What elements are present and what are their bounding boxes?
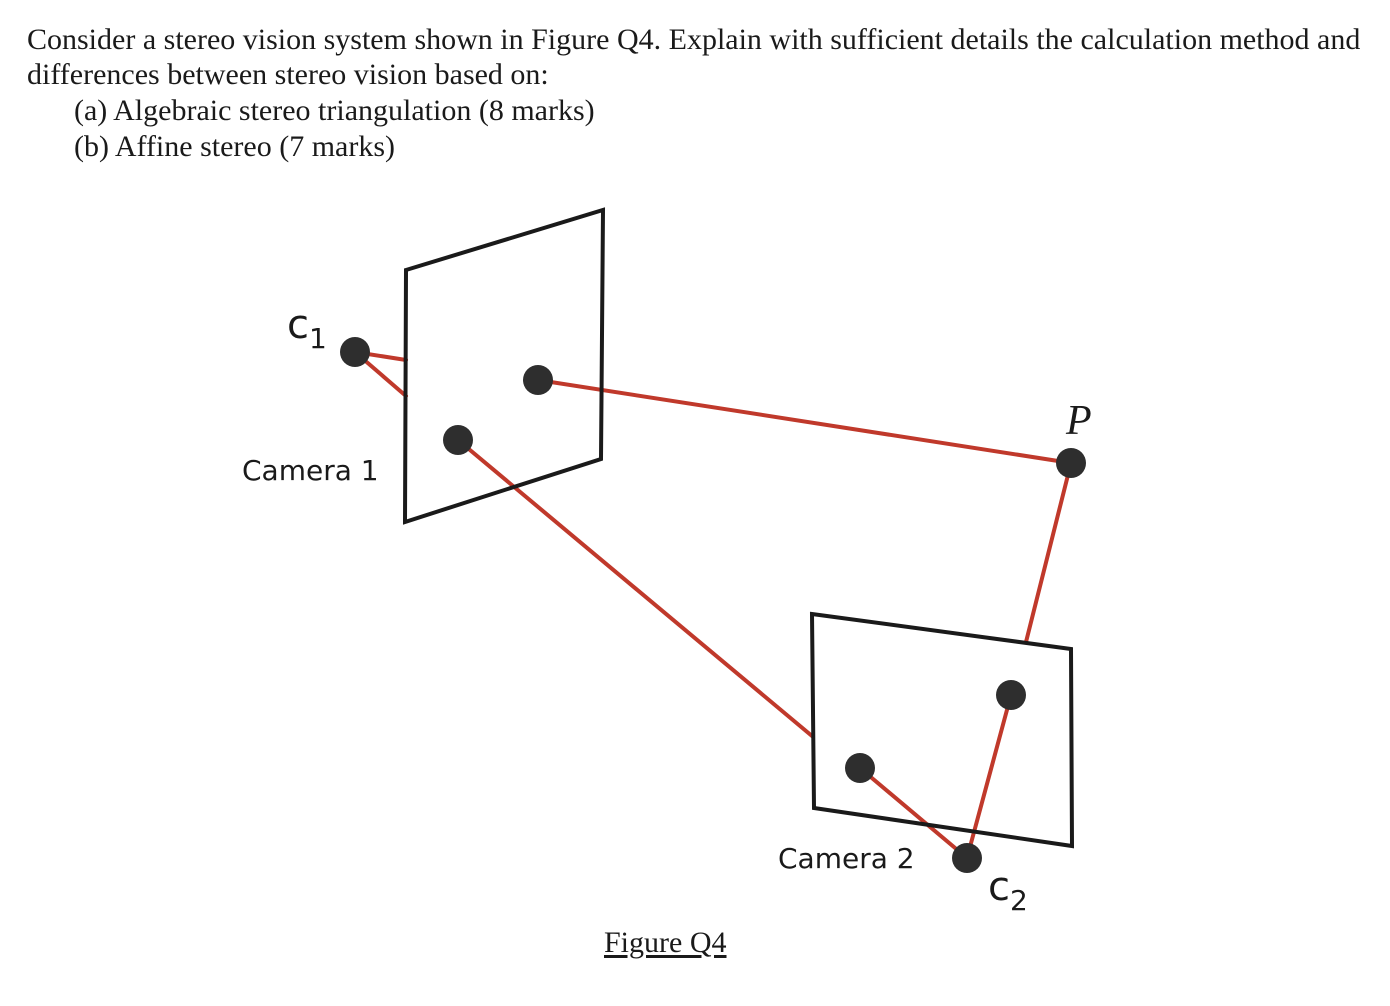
image2-point-lower bbox=[845, 753, 875, 783]
label-camera-2: Camera 2 bbox=[778, 842, 915, 875]
label-c2-main: c bbox=[988, 864, 1010, 910]
image1-point-upper bbox=[523, 365, 553, 395]
question-part-a: (a) Algebraic stereo triangulation (8 ma… bbox=[74, 94, 595, 127]
image1-point-lower bbox=[443, 425, 473, 455]
label-camera-1: Camera 1 bbox=[242, 454, 379, 487]
projection-rays bbox=[353, 350, 1073, 860]
question-parts: (a) Algebraic stereo triangulation (8 ma… bbox=[74, 93, 1367, 165]
camera-center-c2 bbox=[952, 843, 982, 873]
points bbox=[340, 337, 1086, 873]
question-part-b: (b) Affine stereo (7 marks) bbox=[74, 130, 396, 163]
image-plane-camera-2 bbox=[809, 611, 1075, 849]
question-block: Consider a stereo vision system shown in… bbox=[27, 22, 1367, 165]
image-plane-camera-1 bbox=[402, 207, 606, 525]
label-c1-main: c bbox=[287, 302, 309, 348]
image2-point-upper bbox=[996, 680, 1026, 710]
world-point-p bbox=[1056, 448, 1086, 478]
label-c2-sub: 2 bbox=[1010, 884, 1028, 917]
ray-image1-point-to-image2 bbox=[456, 438, 814, 738]
ray-p-to-image2 bbox=[1024, 461, 1073, 644]
label-c1-sub: 1 bbox=[309, 322, 327, 355]
question-text: Consider a stereo vision system shown in… bbox=[27, 23, 1361, 91]
label-c2: c2 bbox=[988, 864, 1028, 917]
ray-image2-point-b-to-c2 bbox=[858, 766, 969, 860]
label-c1: c1 bbox=[287, 302, 327, 355]
figure-caption: Figure Q4 bbox=[604, 926, 727, 959]
ray-image1-point-to-p bbox=[536, 378, 1073, 465]
camera-center-c1 bbox=[340, 337, 370, 367]
label-point-p: P bbox=[1065, 398, 1092, 444]
